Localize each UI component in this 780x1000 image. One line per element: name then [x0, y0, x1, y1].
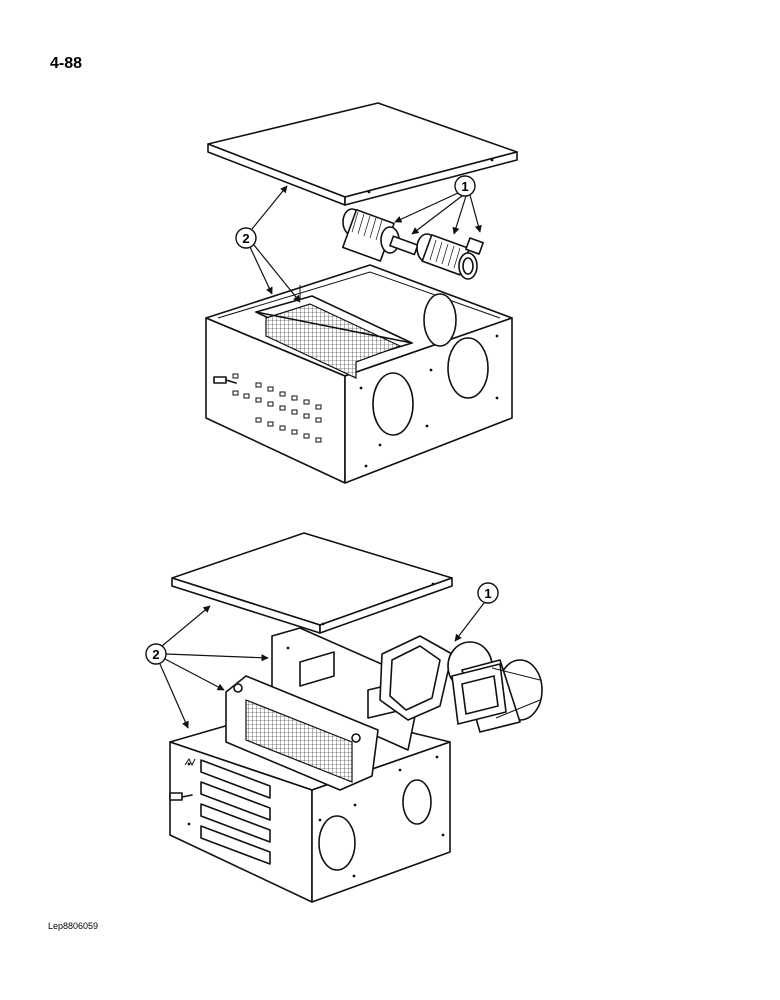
upper-blower-assembly — [341, 208, 484, 280]
lower-heater-core — [225, 675, 379, 791]
air-louvers — [200, 759, 271, 865]
lower-blower-motor — [379, 635, 543, 733]
upper-callout-2: 2 — [235, 185, 301, 303]
lower-cover-plate — [171, 532, 453, 634]
lower-callout-1-label: 1 — [484, 586, 491, 601]
lower-callout-2: 2 — [145, 605, 269, 729]
page-number: 4-88 — [50, 55, 83, 72]
lower-assembly: 1 2 — [145, 532, 543, 903]
terminal-slots — [232, 373, 322, 443]
upper-callout-1: 1 — [394, 175, 482, 235]
upper-cover-plate — [207, 102, 518, 206]
figure-reference-code: Lep8806059 — [48, 921, 99, 931]
upper-housing-box — [205, 264, 513, 484]
upper-heater-core — [255, 295, 413, 379]
upper-callout-2-label: 2 — [242, 231, 249, 246]
lower-callout-2-label: 2 — [152, 647, 159, 662]
lower-callout-1: 1 — [454, 582, 499, 642]
upper-callout-1-label: 1 — [461, 179, 468, 194]
upper-assembly: 1 2 — [205, 102, 518, 484]
